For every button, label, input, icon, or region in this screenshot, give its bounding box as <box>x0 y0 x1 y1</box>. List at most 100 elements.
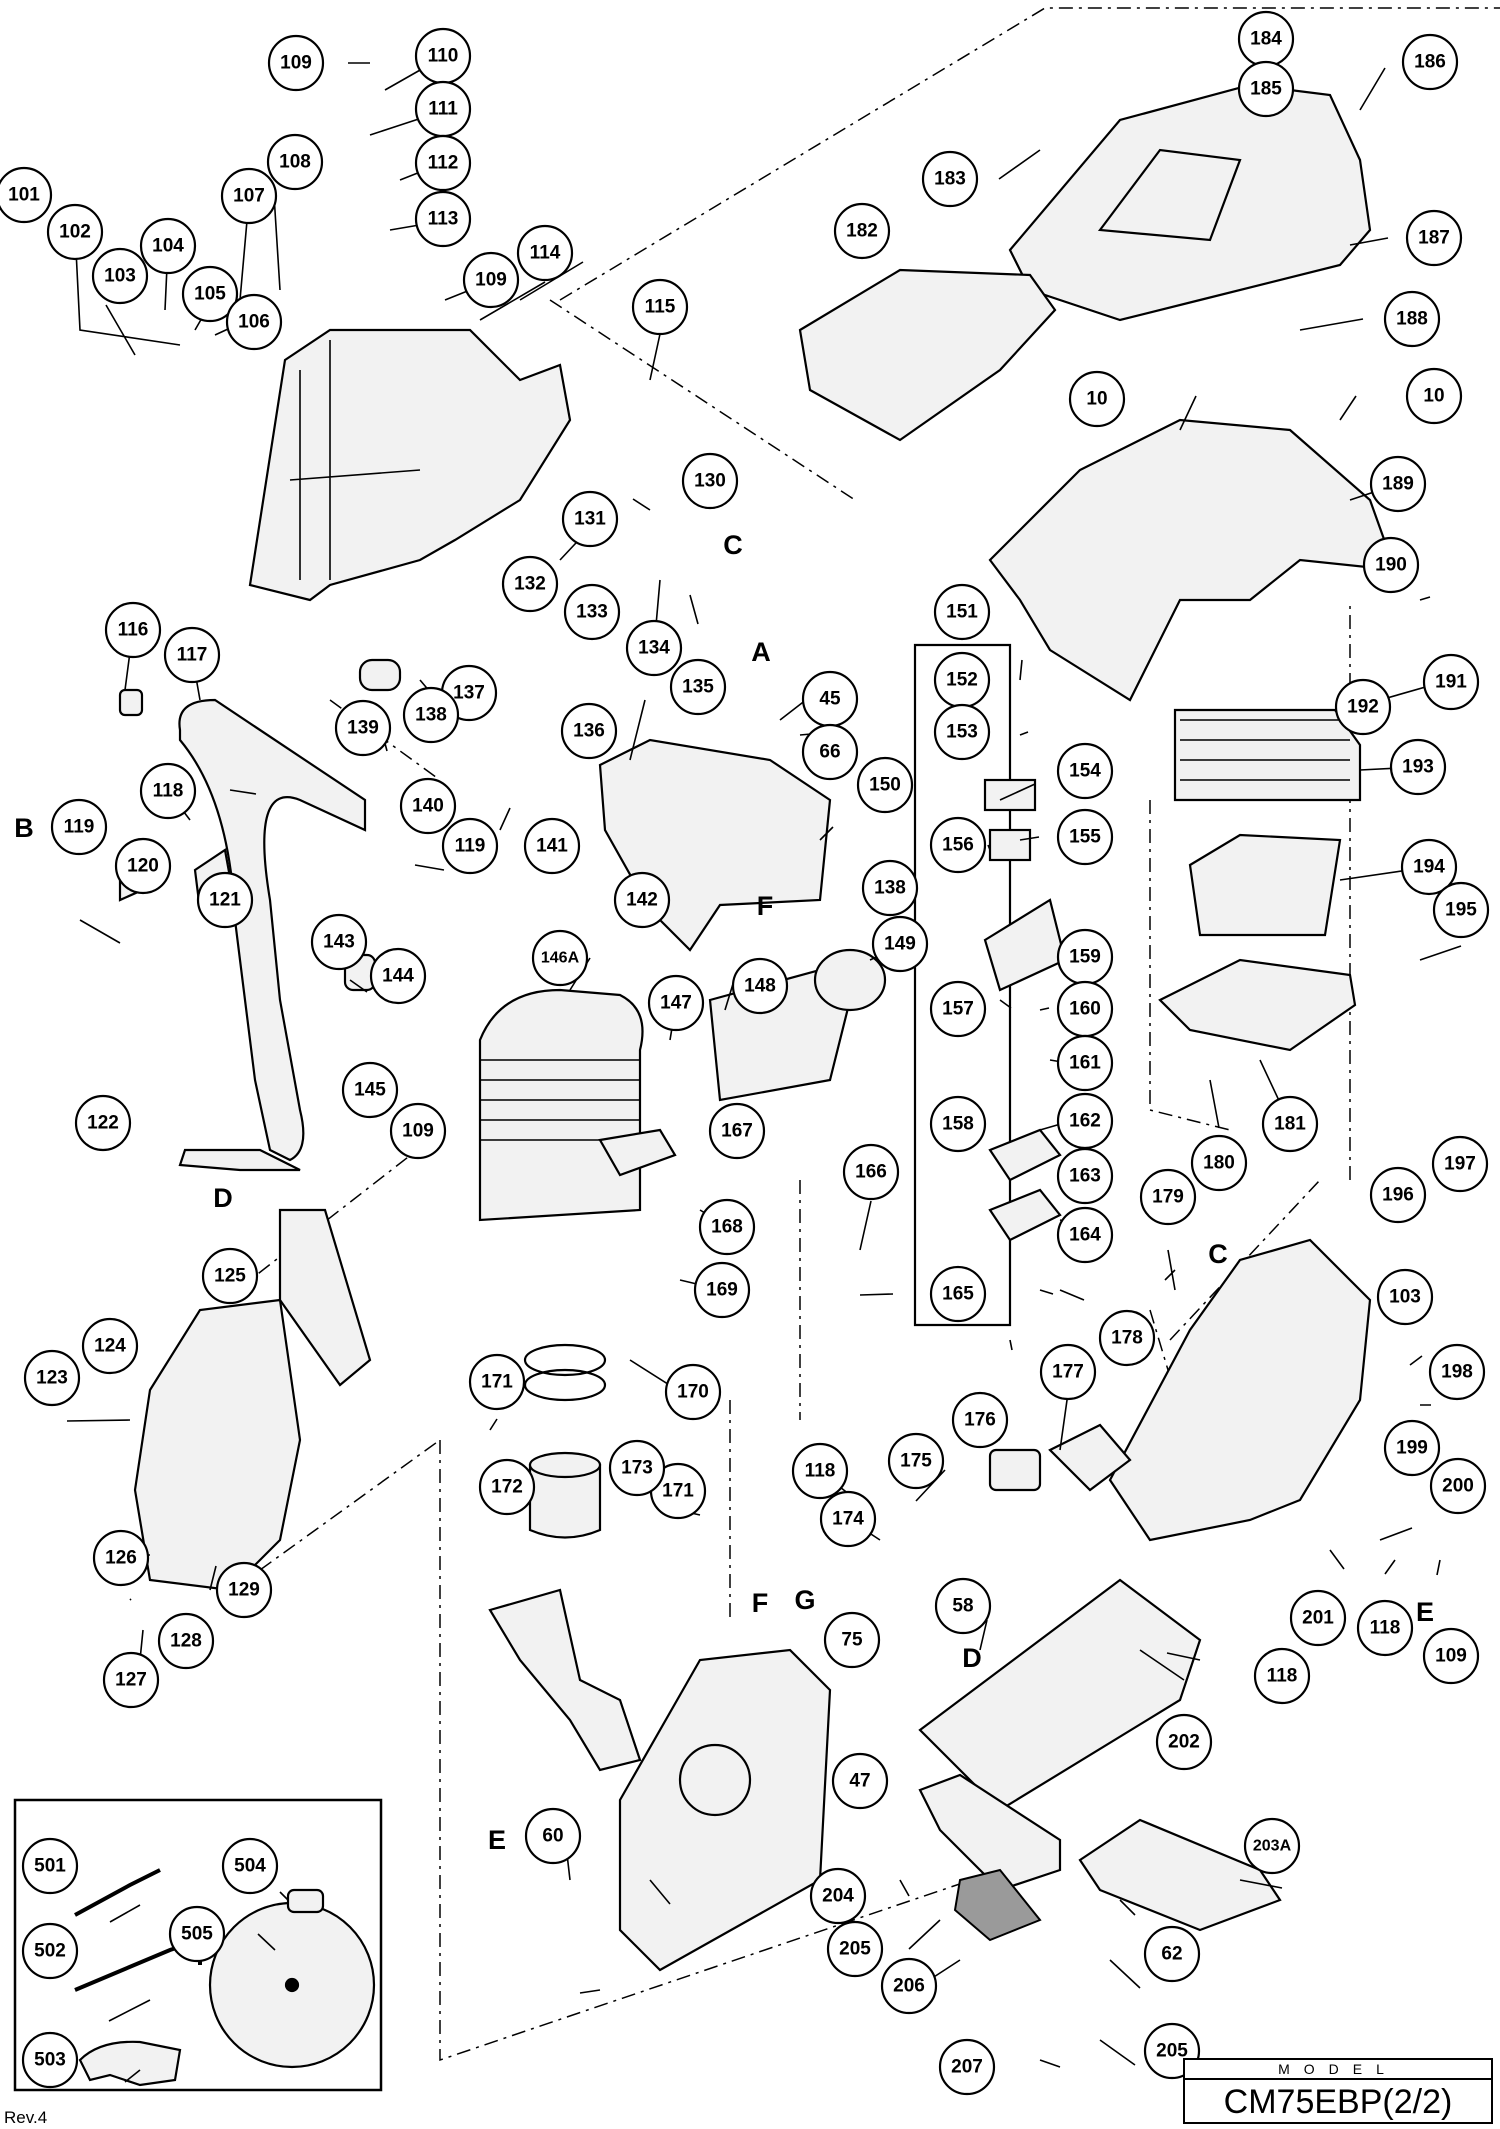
svg-text:118: 118 <box>1370 1618 1401 1639</box>
callout-200: 200 <box>1429 1457 1487 1515</box>
svg-text:113: 113 <box>428 209 459 230</box>
svg-text:171: 171 <box>481 1372 513 1393</box>
svg-text:163: 163 <box>1069 1166 1101 1187</box>
callout-110: 110 <box>414 27 472 85</box>
callout-115: 115 <box>631 278 689 336</box>
callout-172: 172 <box>478 1458 536 1516</box>
svg-text:123: 123 <box>36 1368 68 1389</box>
callout-10: 10 <box>1068 370 1126 428</box>
svg-text:131: 131 <box>574 509 606 530</box>
callout-47: 47 <box>831 1752 889 1810</box>
callout-118: 118 <box>1356 1599 1414 1657</box>
callout-175: 175 <box>887 1432 945 1490</box>
callout-103: 103 <box>1376 1268 1434 1326</box>
svg-text:501: 501 <box>34 1856 66 1877</box>
callout-502: 502 <box>21 1922 79 1980</box>
svg-text:138: 138 <box>415 705 447 726</box>
callout-118: 118 <box>139 762 197 820</box>
callout-138: 138 <box>861 859 919 917</box>
callout-207: 207 <box>938 2038 996 2096</box>
callout-109: 109 <box>267 34 325 92</box>
callout-122: 122 <box>74 1094 132 1152</box>
svg-text:158: 158 <box>942 1114 974 1135</box>
svg-text:193: 193 <box>1402 757 1434 778</box>
callout-127: 127 <box>102 1651 160 1709</box>
svg-text:207: 207 <box>951 2057 983 2078</box>
svg-text:184: 184 <box>1250 29 1282 50</box>
callout-62: 62 <box>1143 1925 1201 1983</box>
svg-text:129: 129 <box>228 1580 260 1601</box>
callout-140: 140 <box>399 777 457 835</box>
callouts: 10 10 45 47 58 60 62 66 75 101 102 103 1… <box>0 10 1490 2096</box>
svg-text:174: 174 <box>832 1509 864 1530</box>
callout-118: 118 <box>791 1442 849 1500</box>
svg-text:186: 186 <box>1414 52 1446 73</box>
callout-205: 205 <box>826 1920 884 1978</box>
callout-154: 154 <box>1056 742 1114 800</box>
svg-text:106: 106 <box>238 312 270 333</box>
svg-text:109: 109 <box>475 270 507 291</box>
svg-text:169: 169 <box>706 1280 738 1301</box>
carburetor-group-box <box>913 643 1012 1327</box>
callout-112: 112 <box>414 134 472 192</box>
svg-text:130: 130 <box>694 471 726 492</box>
callout-505: 505 <box>168 1905 226 1963</box>
callout-139: 139 <box>334 699 392 757</box>
svg-text:189: 189 <box>1382 474 1414 495</box>
svg-text:200: 200 <box>1442 1476 1474 1497</box>
svg-text:62: 62 <box>1161 1944 1182 1965</box>
part-shapes <box>13 83 1397 2092</box>
svg-text:176: 176 <box>964 1410 996 1431</box>
ref-letter-C: C <box>723 530 743 560</box>
svg-text:166: 166 <box>855 1162 887 1183</box>
callout-155: 155 <box>1056 808 1114 866</box>
callout-153: 153 <box>933 703 991 761</box>
callout-503: 503 <box>21 2031 79 2089</box>
svg-text:142: 142 <box>626 890 658 911</box>
pre-filter <box>1188 833 1342 937</box>
callout-176: 176 <box>951 1391 1009 1449</box>
callout-149: 149 <box>871 915 929 973</box>
callout-66: 66 <box>801 723 859 781</box>
svg-text:197: 197 <box>1444 1154 1476 1175</box>
svg-text:105: 105 <box>194 284 226 305</box>
svg-text:120: 120 <box>127 856 159 877</box>
callout-197: 197 <box>1431 1135 1489 1193</box>
callout-121: 121 <box>196 871 254 929</box>
callout-167: 167 <box>708 1102 766 1160</box>
svg-text:156: 156 <box>942 835 974 856</box>
heat-shield <box>278 1208 372 1387</box>
svg-text:178: 178 <box>1111 1328 1143 1349</box>
svg-text:119: 119 <box>64 817 95 838</box>
callout-190: 190 <box>1362 536 1420 594</box>
callout-109: 109 <box>389 1102 447 1160</box>
callout-161: 161 <box>1056 1034 1114 1092</box>
svg-text:177: 177 <box>1052 1362 1084 1383</box>
callout-188: 188 <box>1383 290 1441 348</box>
callout-180: 180 <box>1190 1134 1248 1192</box>
callout-174: 174 <box>819 1490 877 1548</box>
callout-60: 60 <box>524 1807 582 1865</box>
callout-501: 501 <box>21 1837 79 1895</box>
callout-10: 10 <box>1405 367 1463 425</box>
svg-text:111: 111 <box>428 99 458 120</box>
callout-181: 181 <box>1261 1095 1319 1153</box>
callout-166: 166 <box>842 1143 900 1201</box>
svg-text:47: 47 <box>849 1771 870 1792</box>
ref-letter-B: B <box>14 813 34 843</box>
callout-164: 164 <box>1056 1206 1114 1264</box>
svg-text:138: 138 <box>874 878 906 899</box>
callout-135: 135 <box>669 658 727 716</box>
callout-130: 130 <box>681 452 739 510</box>
svg-text:60: 60 <box>542 1826 563 1847</box>
callout-120: 120 <box>114 837 172 895</box>
callout-124: 124 <box>81 1317 139 1375</box>
svg-text:135: 135 <box>682 677 714 698</box>
svg-text:148: 148 <box>744 976 776 997</box>
bracket-plate <box>1078 1818 1282 1932</box>
svg-text:205: 205 <box>1156 2041 1188 2062</box>
model-label: MODEL <box>1185 2060 1491 2080</box>
svg-text:118: 118 <box>153 781 184 802</box>
model-box: MODEL CM75EBP(2/2) <box>1183 2058 1493 2124</box>
svg-text:206: 206 <box>893 1976 925 1997</box>
